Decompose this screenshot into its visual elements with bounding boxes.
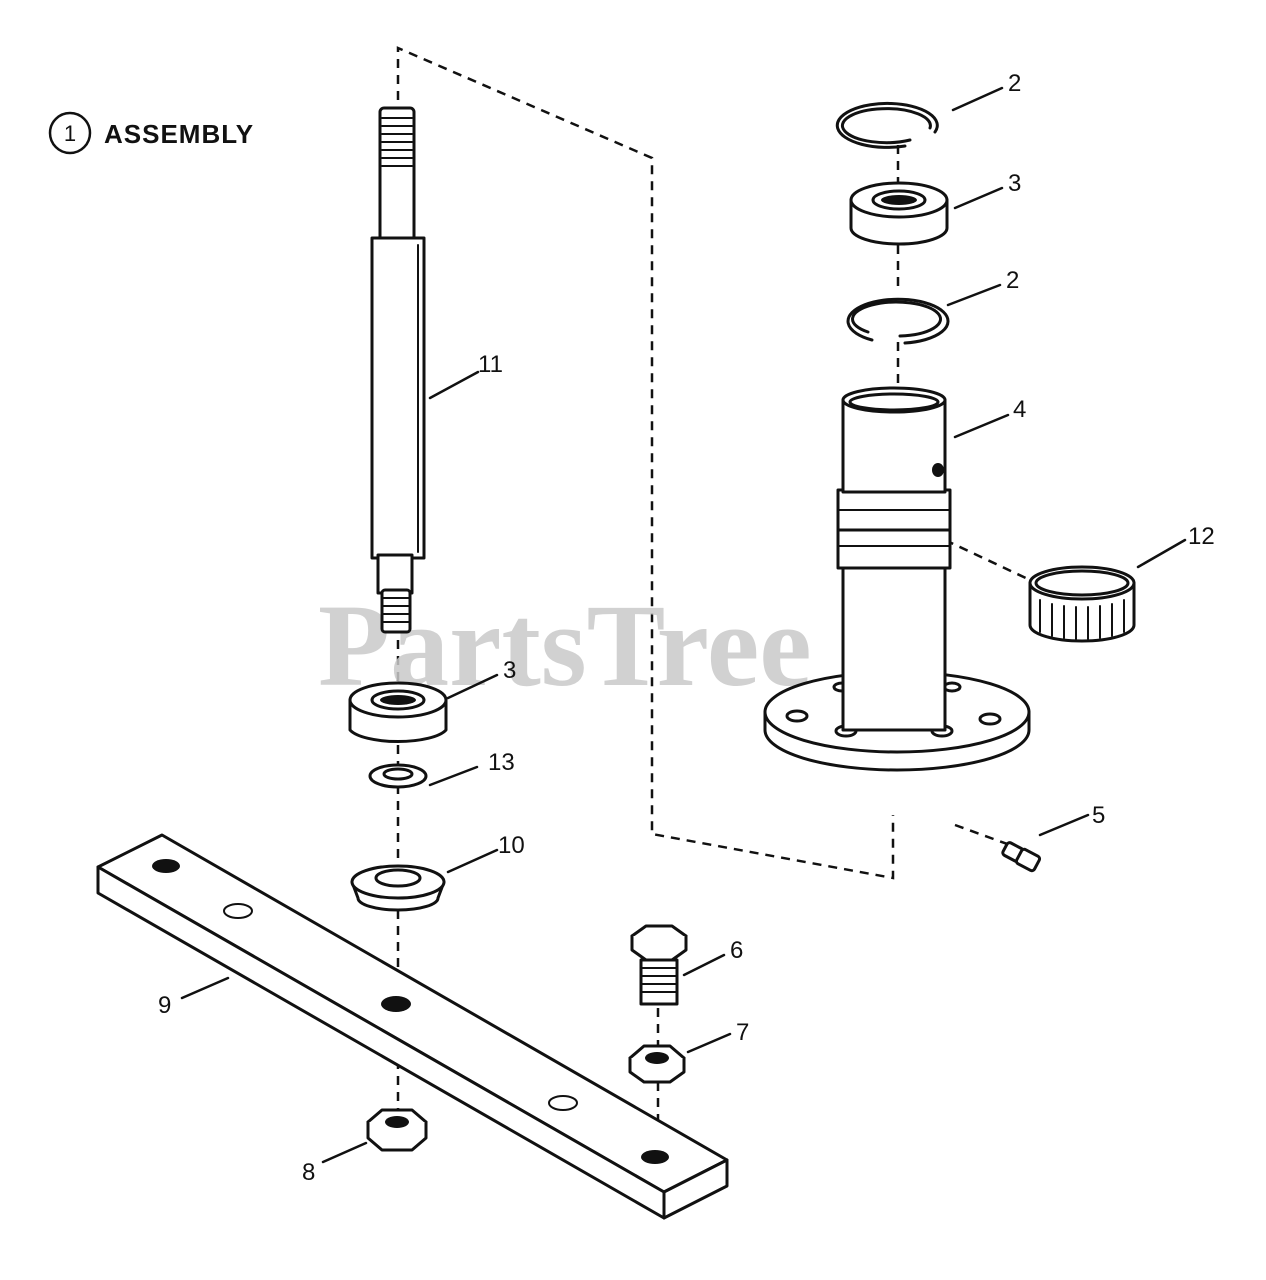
callout-bearing-shaft: 3 [503,657,516,684]
centerline-housing-fitting [954,823,1011,847]
callout-cup: 10 [498,832,525,859]
part-ring-top [835,101,939,149]
centerline-housing-sleeve [944,538,1031,582]
part-shaft [370,106,426,634]
callout-fitting: 5 [1092,802,1105,829]
part-nut-bolt [628,1044,686,1084]
callout-sleeve: 12 [1188,523,1215,550]
callouts: 2 3 2 4 12 5 6 7 8 9 10 11 3 13 [158,70,1215,1186]
part-blade [96,833,729,1220]
callout-nut-blade: 8 [302,1159,315,1186]
assembly-label: 1 ASSEMBLY [48,111,254,155]
callout-bearing-top: 3 [1008,170,1021,197]
leader-lines [180,86,1187,1164]
part-cup [350,864,446,912]
callout-shaft: 11 [478,351,503,378]
assembly-number: 1 [64,121,76,146]
part-washer [368,763,428,789]
callout-ring-lower: 2 [1006,267,1019,294]
part-bearing-top [849,181,949,246]
callout-ring-top: 2 [1008,70,1021,97]
assembly-title: ASSEMBLY [104,119,254,149]
part-fitting [1001,841,1042,873]
part-bolt [630,924,688,1006]
part-bearing-shaft [348,681,448,744]
part-sleeve [1028,565,1136,643]
callout-nut-bolt: 7 [736,1019,749,1046]
callout-washer: 13 [488,749,515,776]
callout-bolt: 6 [730,937,743,964]
part-housing [763,386,1031,772]
assembly-number-circle [48,111,92,155]
callout-housing: 4 [1013,396,1026,423]
callout-blade: 9 [158,992,171,1019]
part-ring-lower [846,297,950,345]
part-nut-blade [366,1108,428,1152]
